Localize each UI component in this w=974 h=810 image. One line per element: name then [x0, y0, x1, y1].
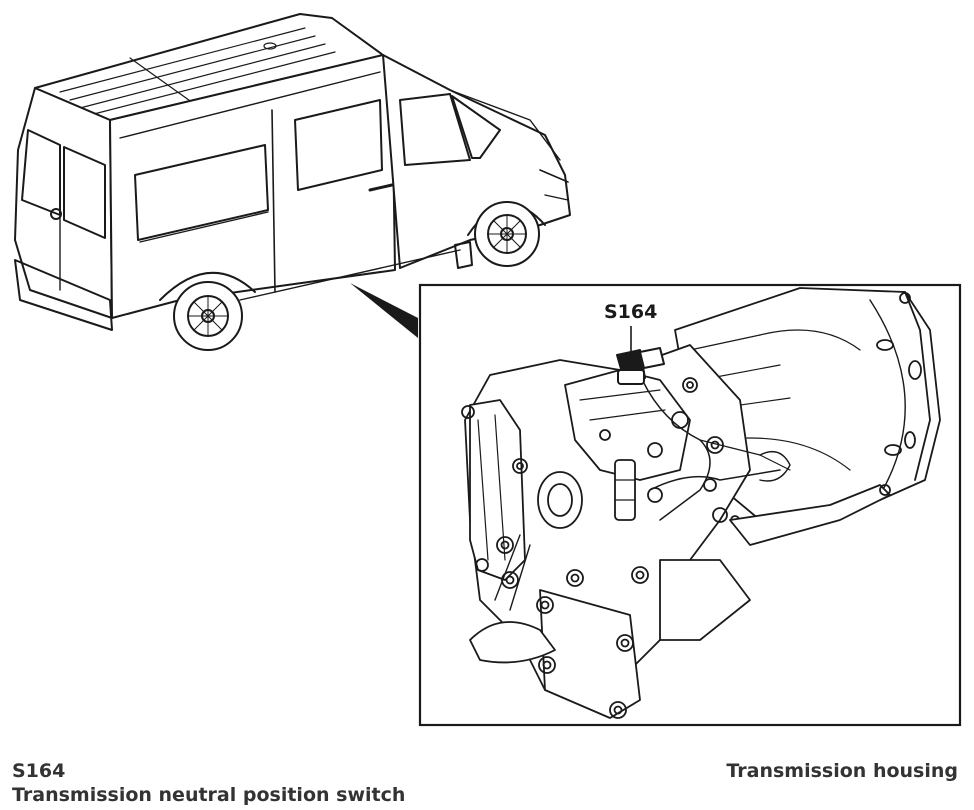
pointer-wedge	[350, 283, 418, 338]
van-illustration	[14, 13, 571, 351]
caption-description: Transmission neutral position switch	[12, 784, 406, 806]
caption-code: S164	[12, 760, 66, 782]
callout-label: S164	[604, 301, 657, 323]
neutral-position-switch	[616, 347, 665, 385]
caption-location: Transmission housing	[726, 760, 958, 782]
diagram-figure: S164	[14, 13, 962, 727]
